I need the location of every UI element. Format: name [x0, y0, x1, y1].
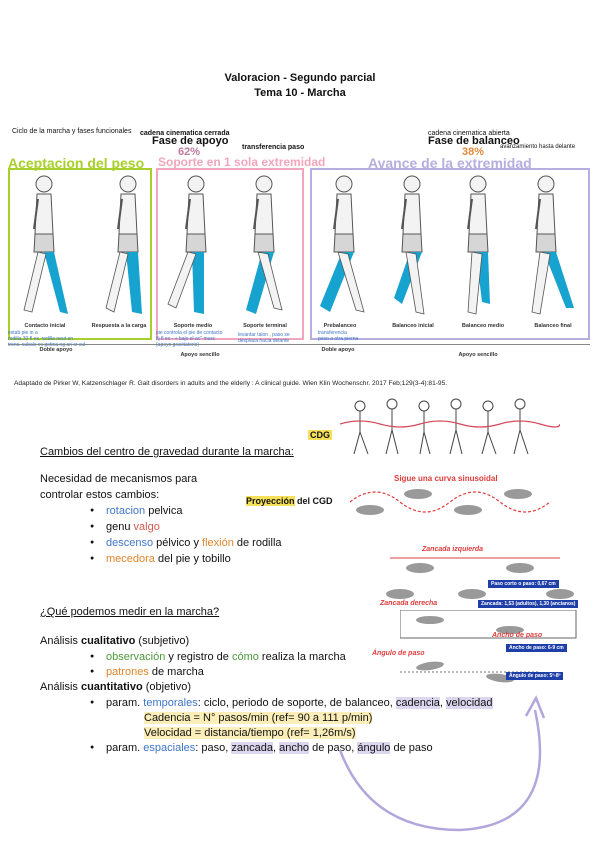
gait-cycle-figure: Ciclo de la marcha y fases funcionales c…: [0, 120, 600, 400]
walking-figures: [23, 175, 574, 315]
bullet-patrones: patrones de marcha: [90, 666, 204, 678]
note-contacto: estab pie in a rodilla 30 fl ex. rodilla…: [8, 330, 86, 348]
gait-figure-caption: Ciclo de la marcha y fases funcionales: [12, 128, 132, 135]
fase-balanceo-pct: 38%: [462, 146, 485, 158]
fase-apoyo-pct: 62%: [178, 146, 201, 158]
cadencia-formula: Cadencia = N° pasos/min (ref= 90 a 111 p…: [144, 712, 373, 724]
fase-apoyo-label: Fase de apoyo: [152, 135, 229, 147]
page-title: Valoracion - Segundo parcial: [224, 72, 376, 84]
step-footprints-mid: [400, 610, 577, 639]
ancho-badge: Ancho de paso: 6-9 cm: [506, 644, 567, 652]
step-parameters-figure: Zancada izquierda Paso corto o paso: 0,6…: [360, 540, 596, 700]
curved-arrow: [338, 695, 546, 832]
sinusoidal-label: Sigue una curva sinusoidal: [394, 474, 498, 483]
zancada-badge: Zancada: 1,53 (adultos), 1,30 (ancianos): [478, 600, 579, 608]
cadena-cerrada-label: cadena cinematica cerrada: [140, 130, 230, 137]
paso-badge: Paso corto o paso: 0,67 cm: [488, 580, 559, 588]
section2-heading: ¿Qué podemos medir en la marcha?: [40, 606, 220, 618]
apoyo-sencillo-1: Apoyo sencillo: [180, 352, 220, 358]
avance-box: [310, 168, 590, 340]
avance-heading: Avance de la extremidad: [368, 155, 532, 171]
aceptacion-heading: Aceptacion del peso: [8, 155, 145, 171]
ancho-paso-label: Ancho de paso: [492, 632, 543, 639]
note-soporte-terminal: levantar talon , paso se desplaza hacia …: [238, 332, 290, 344]
col-prebalanceo: Prebalanceo: [323, 323, 357, 329]
velocidad-formula: Velocidad = distancia/tiempo (ref= 1,26m…: [144, 727, 356, 739]
section1-intro-1: Necesidad de mecanismos para: [40, 473, 198, 485]
step-footprints-top: [386, 557, 574, 599]
col-balanceo-inicial: Balanceo inicial: [392, 323, 434, 329]
col-soporte-terminal: Soporte terminal: [243, 323, 287, 329]
bullet-descenso: descenso pélvico y flexión de rodilla: [90, 537, 281, 549]
aceptacion-box: [8, 168, 152, 340]
doble-apoyo-1: Doble apoyo: [39, 347, 73, 353]
cdg-walkers-illustration: [340, 398, 560, 455]
cdg-figure: CDG Sigue una curva sinusoidal Proyecció…: [240, 396, 560, 526]
support-bar-line: [8, 344, 590, 345]
citation: Adaptado de Pirker W, Katzenschlager R. …: [14, 380, 448, 387]
col-balanceo-medio: Balanceo medio: [461, 323, 505, 329]
section1-intro-2: controlar estos cambios:: [40, 489, 160, 501]
cdg-footprints: [350, 489, 551, 515]
apoyo-sencillo-2: Apoyo sencillo: [458, 352, 498, 358]
transferencia-paso-label: transferencia paso: [242, 144, 305, 151]
soporte-box: [156, 168, 304, 340]
bullet-mecedora: mecedora del pie y tobillo: [90, 553, 231, 565]
col-contacto-inicial: Contacto inicial: [24, 323, 66, 329]
col-respuesta-carga: Respuesta a la carga: [91, 323, 147, 329]
bullet-rotacion: rotacion pelvica: [90, 505, 183, 517]
col-soporte-medio: Soporte medio: [173, 323, 213, 329]
proyeccion-label: Proyección del CGD: [246, 496, 333, 506]
bullet-temporales: param. temporales: ciclo, periodo de sop…: [90, 697, 493, 709]
angulo-paso-label: Ángulo de paso: [372, 650, 425, 657]
section1-heading: Cambios del centro de gravedad durante l…: [40, 446, 294, 458]
cadena-abierta-label: cadena cinematica abierta: [428, 130, 510, 137]
cuantitativo-line: Análisis cuantitativo (objetivo): [40, 681, 191, 693]
avance-note: avanzamiento hasta delante: [500, 144, 576, 150]
note-prebalanceo: transferencia peso a otra pierna: [318, 330, 359, 342]
doble-apoyo-2: Doble apoyo: [321, 347, 355, 353]
proyeccion-rest: del CGD: [294, 496, 333, 506]
zancada-izquierda-label: Zancada izquierda: [422, 546, 484, 553]
bullet-genu: genu valgo: [90, 521, 160, 533]
bullet-observacion: observación y registro de cómo realiza l…: [90, 651, 346, 663]
angulo-badge: Ángulo de paso: 5º-8º: [506, 672, 564, 680]
proyeccion-word: Proyección: [246, 496, 295, 506]
col-balanceo-final: Balanceo final: [534, 323, 572, 329]
soporte-heading: Soporte en 1 sola extremidad: [158, 155, 326, 169]
note-soporte: pie controla el pie de contacto fij fl e…: [156, 330, 223, 348]
cdg-label: CDG: [308, 430, 332, 440]
cualitativo-line: Análisis cualitativo (subjetivo): [40, 635, 190, 647]
fase-balanceo-label: Fase de balanceo: [428, 135, 520, 147]
page-subtitle: Tema 10 - Marcha: [254, 87, 346, 99]
bullet-espaciales: param. espaciales: paso, zancada, ancho …: [90, 742, 433, 754]
zancada-derecha-label: Zancada derecha: [380, 600, 438, 607]
